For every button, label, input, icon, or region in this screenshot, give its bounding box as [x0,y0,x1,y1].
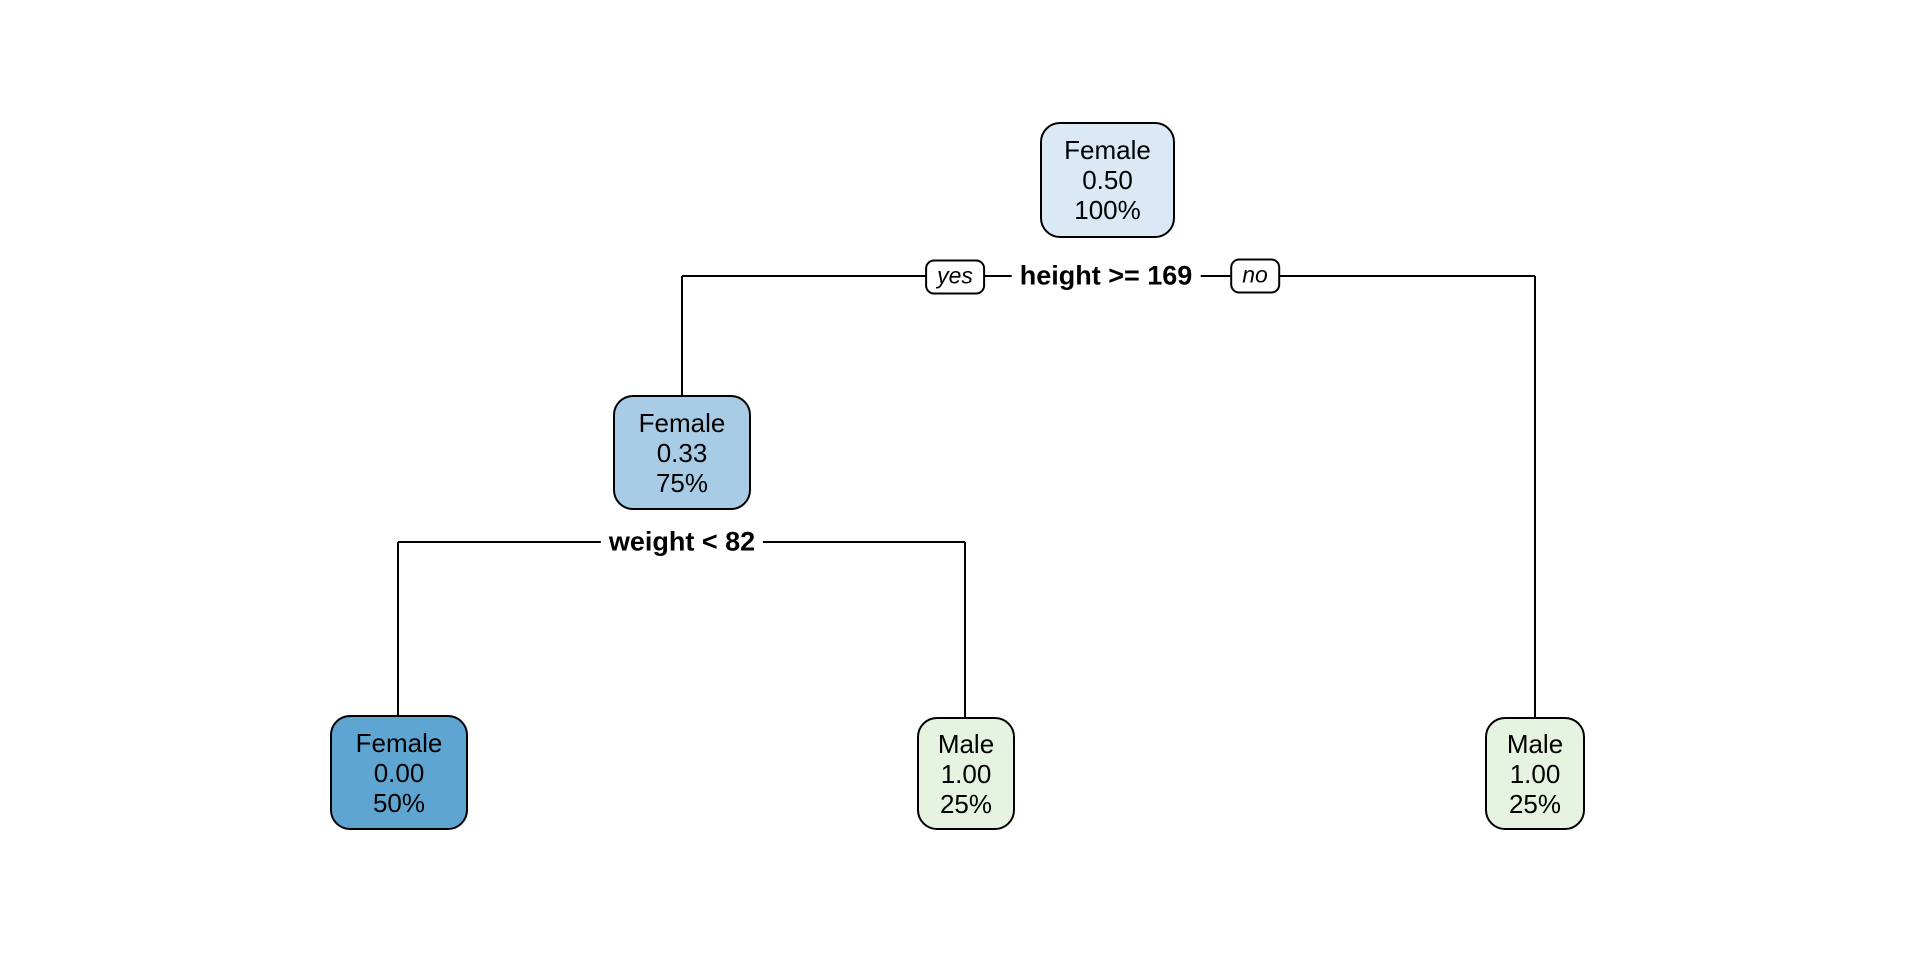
node-class-label: Female [355,727,443,758]
no-branch-label: no [1230,258,1280,294]
tree-leaf-male-middle: Male 1.00 25% [917,717,1015,830]
tree-leaf-female: Female 0.00 50% [330,715,468,830]
branch-line-left-split-to-left-leaf [397,542,399,716]
node-coverage: 25% [1508,788,1562,819]
branch-line-root-to-left-child [681,276,683,396]
yes-branch-label: yes [925,259,985,295]
root-split-condition-label: height >= 169 [1011,260,1201,292]
node-probability: 1.00 [940,758,992,789]
tree-node-root: Female 0.50 100% [1040,122,1175,238]
tree-node-internal-left: Female 0.33 75% [613,395,751,510]
node-probability: 0.33 [656,437,708,468]
node-class-label: Male [1506,728,1564,759]
node-coverage: 50% [372,787,426,818]
tree-leaf-male-right: Male 1.00 25% [1485,717,1585,830]
node-class-label: Male [937,728,995,759]
left-split-condition-label: weight < 82 [600,526,764,558]
node-probability: 1.00 [1509,758,1561,789]
branch-line-left-split-to-right-leaf [964,542,966,718]
node-coverage: 75% [655,467,709,498]
node-class-label: Female [1064,135,1151,165]
node-probability: 0.50 [1082,165,1133,195]
node-coverage: 100% [1074,195,1141,225]
node-probability: 0.00 [373,757,425,788]
node-class-label: Female [638,407,726,438]
branch-line-root-to-right-leaf [1534,276,1536,718]
node-coverage: 25% [939,788,993,819]
